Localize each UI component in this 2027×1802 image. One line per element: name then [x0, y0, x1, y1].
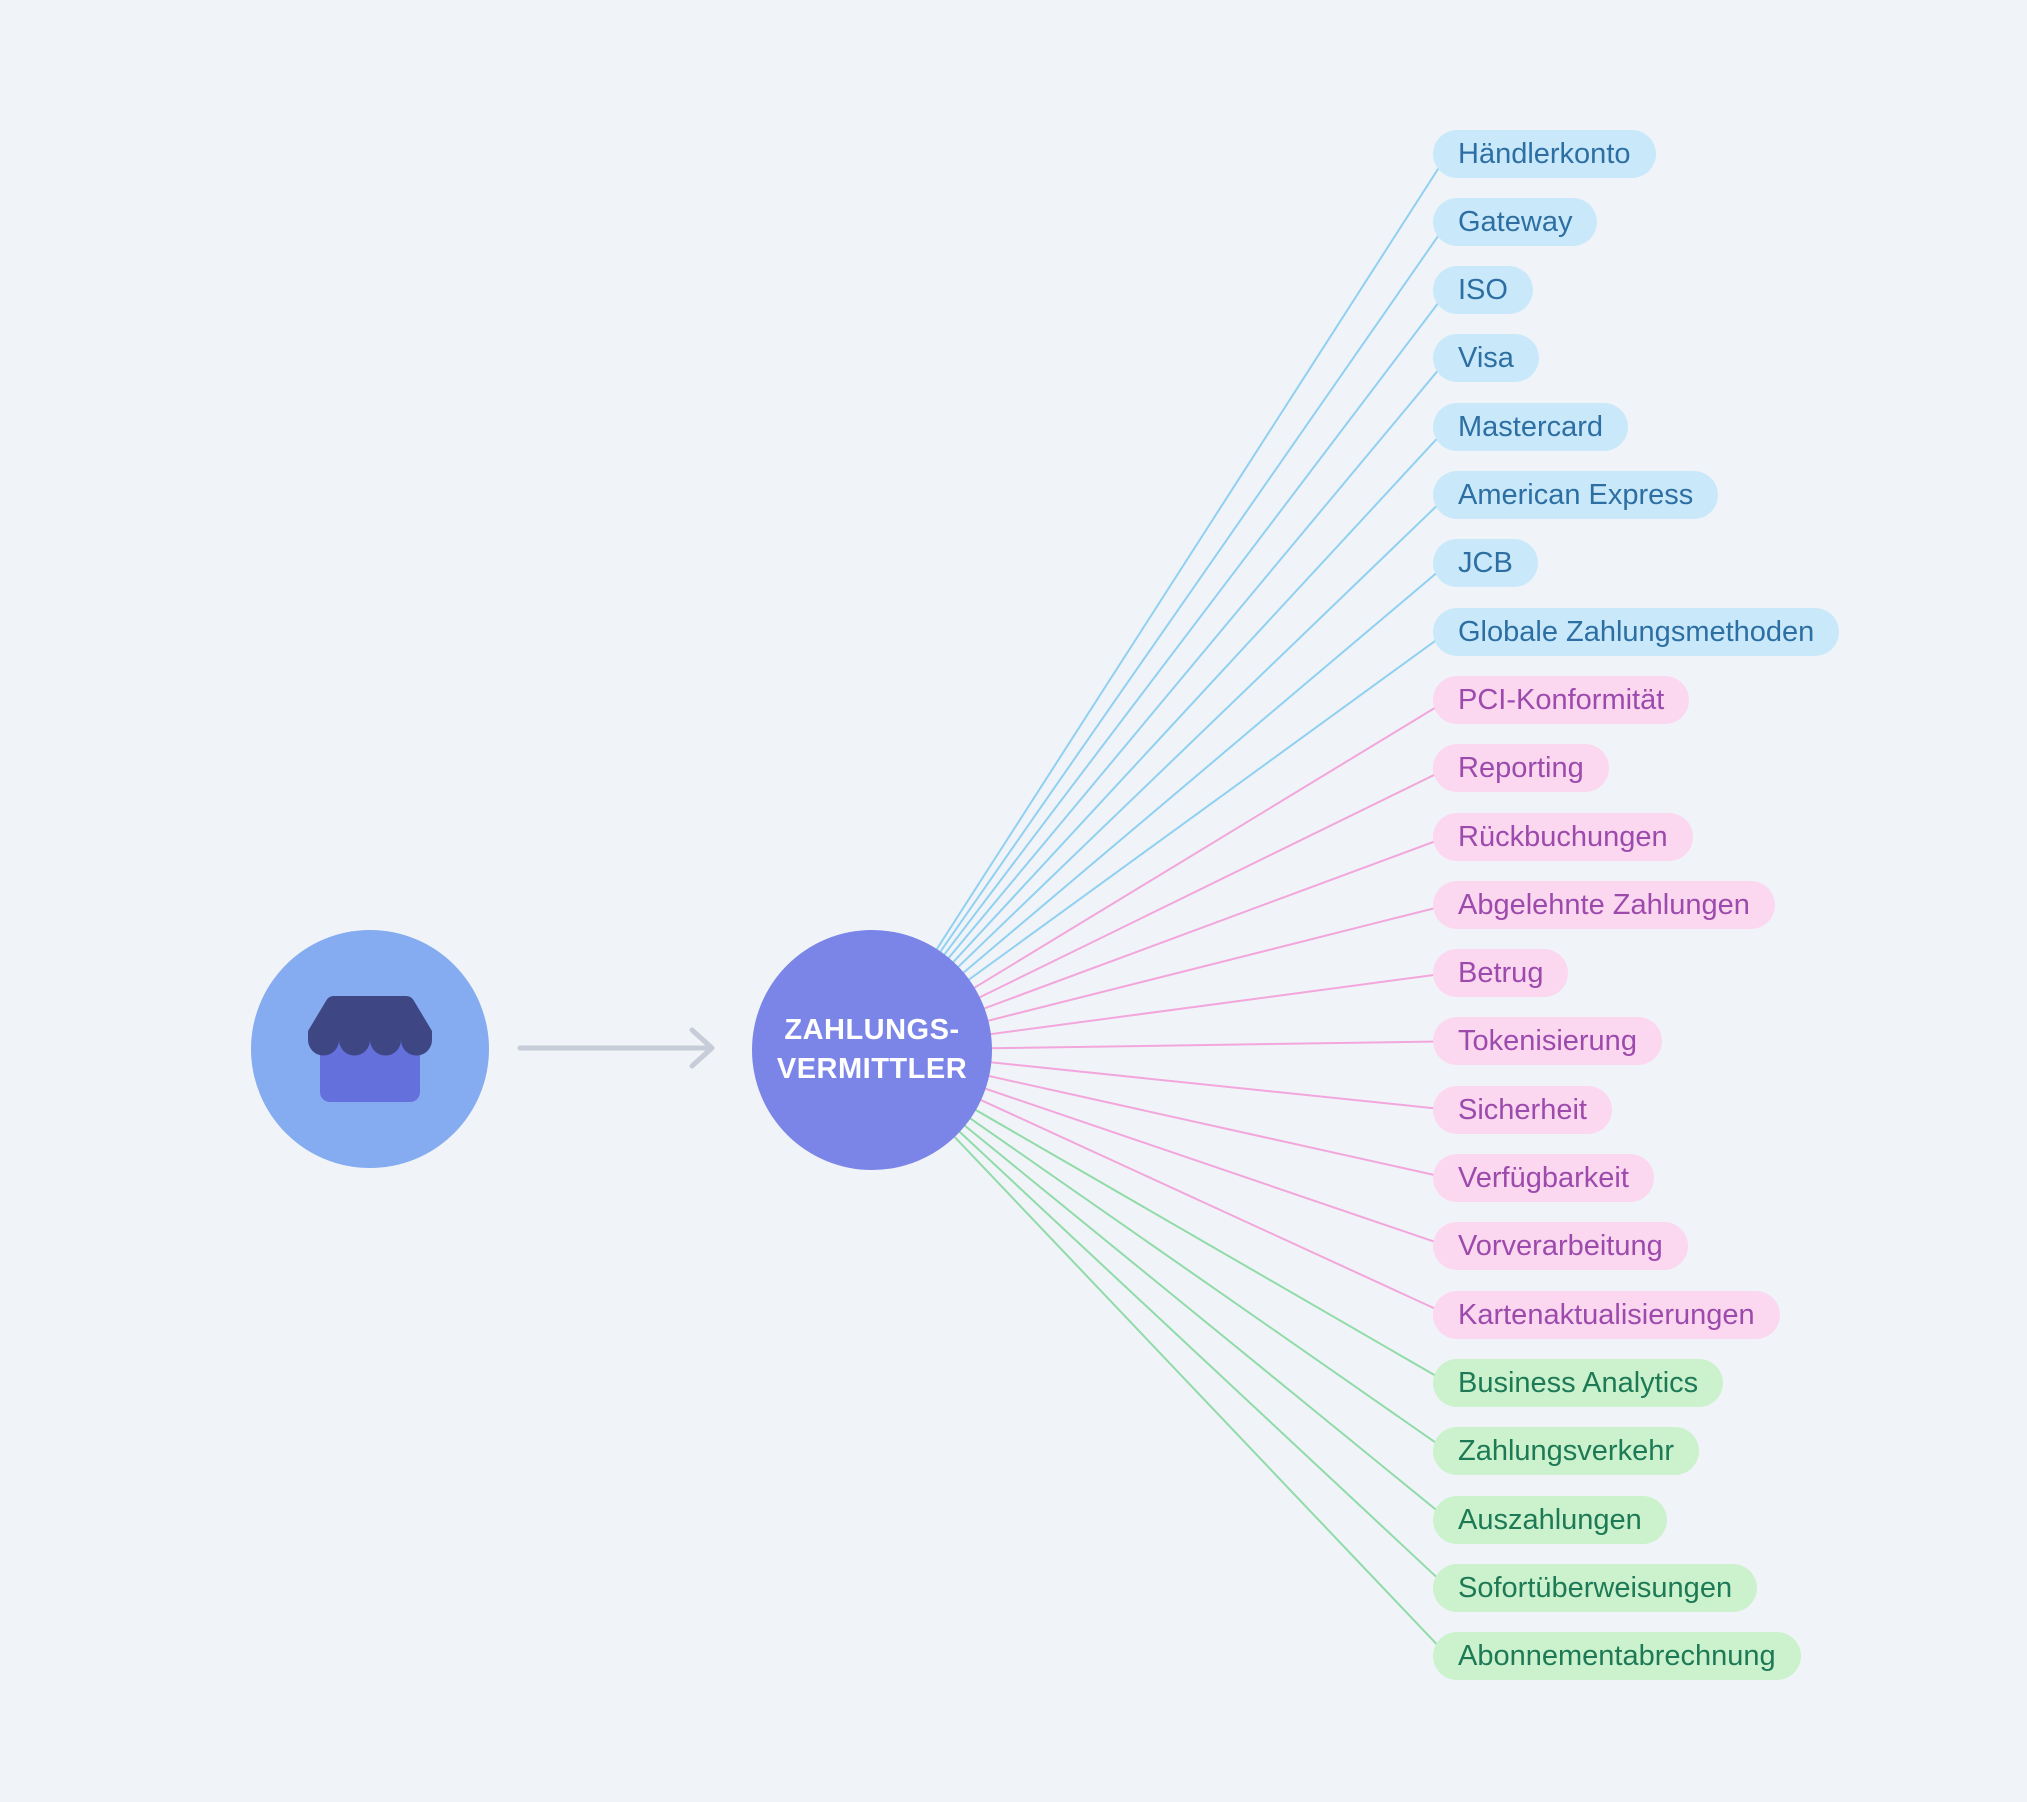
connector-line — [871, 152, 1449, 1051]
connector-line — [871, 1049, 1449, 1521]
topic-pill[interactable]: Zahlungsverkehr — [1433, 1427, 1699, 1476]
topic-pill[interactable]: Kartenaktualisierungen — [1433, 1290, 1780, 1339]
topic-pill[interactable]: Globale Zahlungsmethoden — [1433, 607, 1840, 656]
topic-pill[interactable]: Sicherheit — [1433, 1085, 1612, 1134]
connector-line — [871, 221, 1449, 1051]
topic-pill[interactable]: Auszahlungen — [1433, 1495, 1667, 1544]
topic-pill[interactable]: Vorverarbeitung — [1433, 1222, 1688, 1271]
storefront-icon — [308, 996, 432, 1102]
topic-pill[interactable]: Verfügbarkeit — [1433, 1154, 1654, 1202]
connector-line — [871, 1049, 1449, 1657]
topic-pill[interactable]: Tokenisierung — [1433, 1017, 1662, 1066]
topic-pill[interactable]: Business Analytics — [1433, 1358, 1724, 1407]
topic-pill[interactable]: Betrug — [1433, 949, 1569, 998]
connector-line — [871, 1049, 1449, 1589]
center-node-label-line2: VERMITTLER — [776, 1053, 968, 1085]
payment-facilitator-node[interactable]: ZAHLUNGS- VERMITTLER — [752, 930, 992, 1170]
topic-pill[interactable]: Mastercard — [1433, 402, 1629, 451]
topic-pill[interactable]: Händlerkonto — [1433, 129, 1656, 178]
topic-pill[interactable]: American Express — [1433, 471, 1719, 519]
connector-line — [871, 289, 1449, 1051]
topic-pill[interactable]: Abgelehnte Zahlungen — [1433, 880, 1775, 929]
arrow-right-icon — [517, 1027, 715, 1069]
topic-pill[interactable]: Reporting — [1433, 744, 1609, 793]
connector-line — [871, 426, 1449, 1051]
topic-pill[interactable]: Visa — [1433, 334, 1539, 383]
topic-pill[interactable]: ISO — [1433, 266, 1533, 315]
topic-pill[interactable]: Rückbuchungen — [1433, 812, 1693, 861]
center-node-label-line1: ZAHLUNGS- — [784, 1014, 960, 1046]
topic-pill[interactable]: Abonnementabrechnung — [1433, 1632, 1801, 1681]
merchant-node[interactable] — [251, 930, 489, 1168]
center-node-label: ZAHLUNGS- VERMITTLER — [777, 1011, 967, 1089]
connector-line — [871, 357, 1449, 1051]
topic-pill[interactable]: PCI-Konformität — [1433, 675, 1690, 724]
topic-pill[interactable]: Sofortüberweisungen — [1433, 1563, 1758, 1612]
connector-line — [871, 494, 1449, 1051]
connector-line — [871, 562, 1449, 1051]
topic-pill[interactable]: Gateway — [1433, 197, 1598, 246]
topic-pill[interactable]: JCB — [1433, 539, 1538, 588]
